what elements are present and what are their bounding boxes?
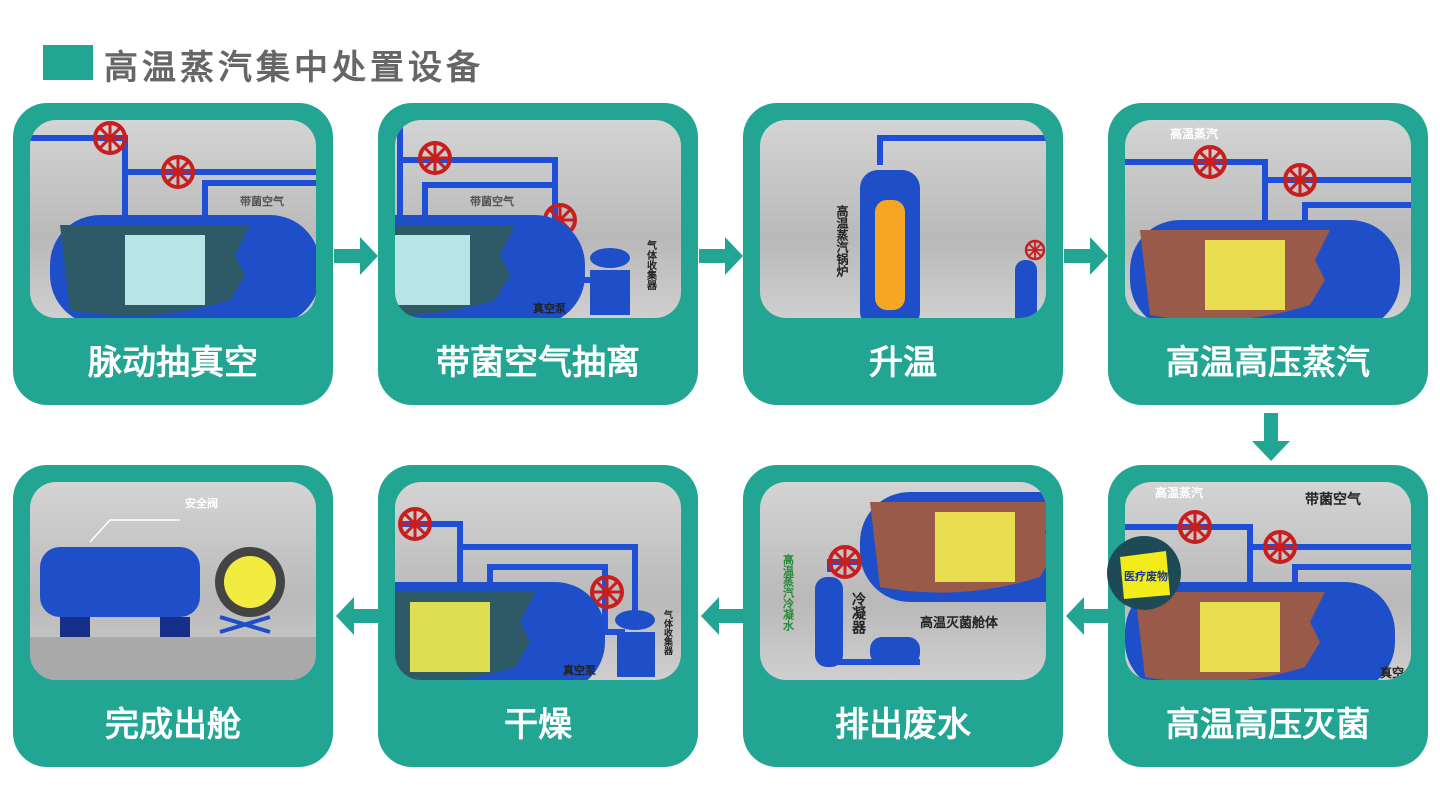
sterilization-tank bbox=[860, 492, 1046, 602]
svg-text:带菌空气: 带菌空气 bbox=[470, 194, 514, 208]
step-card-sterilization: 高温蒸汽 带菌空气 真空 医疗废物 高温高压灭菌 bbox=[1107, 465, 1428, 767]
svg-text:高温蒸汽: 高温蒸汽 bbox=[1155, 485, 1203, 500]
valve-wheel-icon bbox=[828, 545, 862, 579]
valve-wheel-icon bbox=[1283, 163, 1317, 197]
sterilization-tank bbox=[1130, 220, 1400, 318]
valve-wheel-icon bbox=[161, 155, 195, 189]
step-illustration: 高温蒸汽锅炉 bbox=[760, 120, 1046, 318]
valve-wheel-icon bbox=[590, 575, 624, 609]
svg-text:高温蒸汽冷凝水: 高温蒸汽冷凝水 bbox=[782, 553, 795, 632]
scene-3: 高温蒸汽锅炉 bbox=[835, 135, 1046, 318]
valve-wheel-icon bbox=[1178, 510, 1212, 544]
arrow-down-icon bbox=[1252, 413, 1290, 461]
step-illustration: 带菌空气 真空泵 气体收集器 bbox=[395, 120, 681, 318]
svg-text:带菌空气: 带菌空气 bbox=[240, 194, 284, 208]
svg-text:安全阀: 安全阀 bbox=[185, 496, 218, 510]
svg-text:真空泵: 真空泵 bbox=[533, 301, 566, 315]
step-label: 高温高压灭菌 bbox=[1166, 705, 1370, 745]
arrow-left-icon bbox=[701, 597, 745, 635]
step-label: 干燥 bbox=[504, 705, 572, 745]
svg-text:冷凝器: 冷凝器 bbox=[850, 591, 867, 635]
scene-6: 高温蒸汽冷凝水 冷凝器 高温灭菌舱体 bbox=[782, 492, 1046, 667]
medical-waste-bag-icon: 医疗废物 bbox=[1107, 536, 1181, 610]
valve-wheel-icon bbox=[398, 507, 432, 541]
svg-text:真空泵: 真空泵 bbox=[563, 663, 596, 677]
step-card-unload: 安全阀 完成出舱 bbox=[13, 465, 333, 767]
step-illustration: 带菌空气 bbox=[30, 120, 316, 318]
sterilization-tank bbox=[395, 582, 605, 680]
valve-wheel-icon bbox=[1193, 145, 1227, 179]
step-illustration: 高温蒸汽 bbox=[1125, 120, 1411, 318]
scene-1: 带菌空气 bbox=[30, 121, 316, 318]
scene-5: 高温蒸汽 带菌空气 真空 bbox=[1125, 485, 1411, 680]
step-label: 带菌空气抽离 bbox=[436, 343, 640, 383]
arrow-left-icon bbox=[336, 597, 380, 635]
valve-wheel-icon bbox=[418, 141, 452, 175]
step-illustration: 安全阀 bbox=[30, 482, 316, 680]
valve-wheel-icon bbox=[93, 121, 127, 155]
scene-7: 真空泵 气体收集器 bbox=[395, 507, 674, 680]
step-label: 高温高压蒸汽 bbox=[1166, 343, 1370, 383]
svg-text:医疗废物: 医疗废物 bbox=[1124, 569, 1168, 583]
step-card-drain-water: 高温蒸汽冷凝水 冷凝器 高温灭菌舱体 排出废水 bbox=[743, 465, 1063, 767]
svg-text:气体收集器: 气体收集器 bbox=[662, 609, 674, 656]
scene-8: 安全阀 bbox=[30, 496, 316, 680]
valve-wheel-icon bbox=[1263, 530, 1297, 564]
page-title: 高温蒸汽集中处置设备 bbox=[104, 48, 484, 88]
step-card-drying: 真空泵 气体收集器 干燥 bbox=[378, 465, 698, 767]
arrow-right-icon bbox=[334, 237, 378, 275]
step-card-pulse-vacuum: 带菌空气 脉动抽真空 bbox=[13, 103, 333, 405]
step-label: 排出废水 bbox=[835, 705, 971, 745]
valve-wheel-icon bbox=[1024, 239, 1046, 261]
step-illustration: 高温蒸汽冷凝水 冷凝器 高温灭菌舱体 bbox=[760, 482, 1046, 680]
sterilization-tank bbox=[395, 215, 585, 318]
step-card-heating: 高温蒸汽锅炉 升温 bbox=[743, 103, 1063, 405]
sterilization-tank bbox=[50, 215, 316, 318]
svg-text:高温灭菌舱体: 高温灭菌舱体 bbox=[920, 615, 999, 631]
scene-2: 带菌空气 真空泵 气体收集器 bbox=[395, 120, 658, 318]
step-card-high-pressure-steam: 高温蒸汽 高温高压蒸汽 bbox=[1108, 103, 1428, 405]
step-card-air-extraction: 带菌空气 真空泵 气体收集器 带菌空气抽离 bbox=[378, 103, 698, 405]
arrow-left-icon bbox=[1066, 597, 1110, 635]
arrow-right-icon bbox=[699, 237, 743, 275]
arrow-right-icon bbox=[1064, 237, 1108, 275]
svg-text:真空: 真空 bbox=[1380, 665, 1404, 680]
svg-text:气体收集器: 气体收集器 bbox=[645, 239, 658, 291]
svg-text:带菌空气: 带菌空气 bbox=[1305, 491, 1361, 508]
scene-4: 高温蒸汽 bbox=[1125, 126, 1411, 318]
step-label: 完成出舱 bbox=[105, 705, 241, 745]
step-label: 升温 bbox=[869, 343, 937, 383]
step-label: 脉动抽真空 bbox=[88, 343, 258, 383]
sterilization-tank bbox=[1125, 582, 1395, 680]
svg-text:高温蒸汽: 高温蒸汽 bbox=[1170, 126, 1218, 141]
svg-text:高温蒸汽锅炉: 高温蒸汽锅炉 bbox=[835, 204, 849, 278]
title-marker bbox=[43, 45, 93, 80]
step-illustration: 真空泵 气体收集器 bbox=[395, 482, 681, 680]
